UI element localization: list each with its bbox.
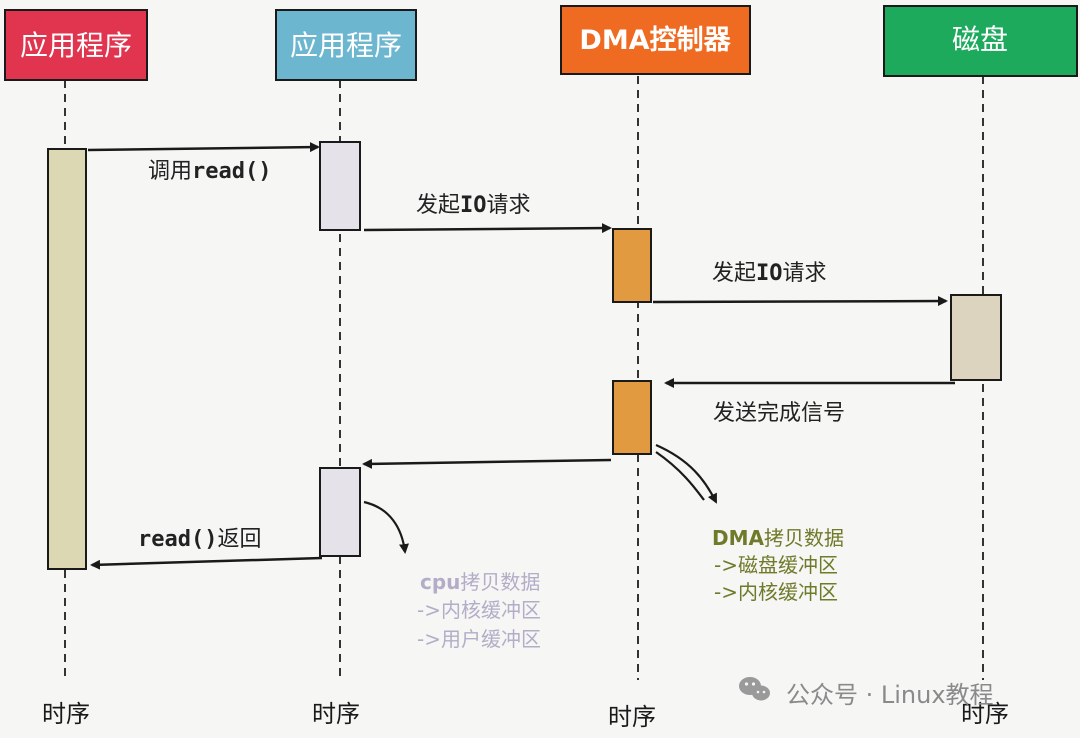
participant-disk-label: 磁盘 bbox=[952, 23, 1008, 56]
activation-app bbox=[47, 148, 87, 570]
pointer-dma-copy-stroke bbox=[655, 451, 705, 501]
arrow-io-request-2 bbox=[652, 296, 948, 307]
label-complete-signal: 发送完成信号 bbox=[713, 401, 845, 426]
arrow-io-request-1 bbox=[363, 223, 612, 234]
note-cpu-copy: cpu拷贝数据 ->内核缓冲区 ->用户缓冲区 bbox=[417, 570, 541, 651]
watermark: 公众号 · Linux教程 bbox=[739, 677, 994, 709]
note-dma-copy-title: DMA拷贝数据 bbox=[712, 526, 844, 550]
time-label-app-2: 时序 bbox=[312, 700, 360, 728]
note-cpu-copy-line1: ->内核缓冲区 bbox=[417, 598, 541, 622]
participant-disk: 磁盘 bbox=[883, 5, 1078, 77]
participant-app-2-label: 应用程序 bbox=[290, 29, 402, 62]
arrow-call-read bbox=[87, 142, 320, 153]
label-io-request-1: 发起IO请求 bbox=[416, 193, 531, 218]
note-dma-copy: DMA拷贝数据 ->磁盘缓冲区 ->内核缓冲区 bbox=[712, 526, 844, 604]
participant-app-1: 应用程序 bbox=[4, 9, 148, 81]
participant-dma-label: DMA控制器 bbox=[579, 25, 731, 56]
time-label-app-1: 时序 bbox=[42, 700, 90, 728]
label-call-read: 调用read() bbox=[148, 159, 272, 184]
activation-kernel-1 bbox=[319, 141, 361, 231]
wechat-icon bbox=[739, 677, 770, 701]
label-io-request-2: 发起IO请求 bbox=[712, 261, 827, 286]
pointer-dma-copy bbox=[655, 443, 717, 504]
arrow-data-ready bbox=[362, 458, 612, 469]
participant-app-2: 应用程序 bbox=[275, 9, 417, 81]
watermark-text: 公众号 · Linux教程 bbox=[786, 681, 994, 709]
time-label-dma: 时序 bbox=[608, 703, 656, 731]
activation-dma-2 bbox=[612, 380, 652, 455]
time-label-disk: 时序 bbox=[961, 700, 1009, 728]
pointer-cpu-copy bbox=[363, 500, 409, 554]
participant-dma: DMA控制器 bbox=[560, 5, 751, 75]
note-cpu-copy-title: cpu拷贝数据 bbox=[420, 570, 540, 594]
activation-kernel-2 bbox=[319, 467, 361, 557]
note-dma-copy-line1: ->磁盘缓冲区 bbox=[714, 553, 838, 577]
activation-disk bbox=[950, 294, 1002, 381]
label-read-return: read()返回 bbox=[138, 527, 262, 552]
note-dma-copy-line2: ->内核缓冲区 bbox=[714, 580, 838, 604]
note-cpu-copy-line2: ->用户缓冲区 bbox=[417, 627, 541, 651]
arrow-read-return bbox=[90, 556, 323, 570]
activation-dma-1 bbox=[612, 228, 652, 303]
participant-app-1-label: 应用程序 bbox=[20, 29, 132, 62]
